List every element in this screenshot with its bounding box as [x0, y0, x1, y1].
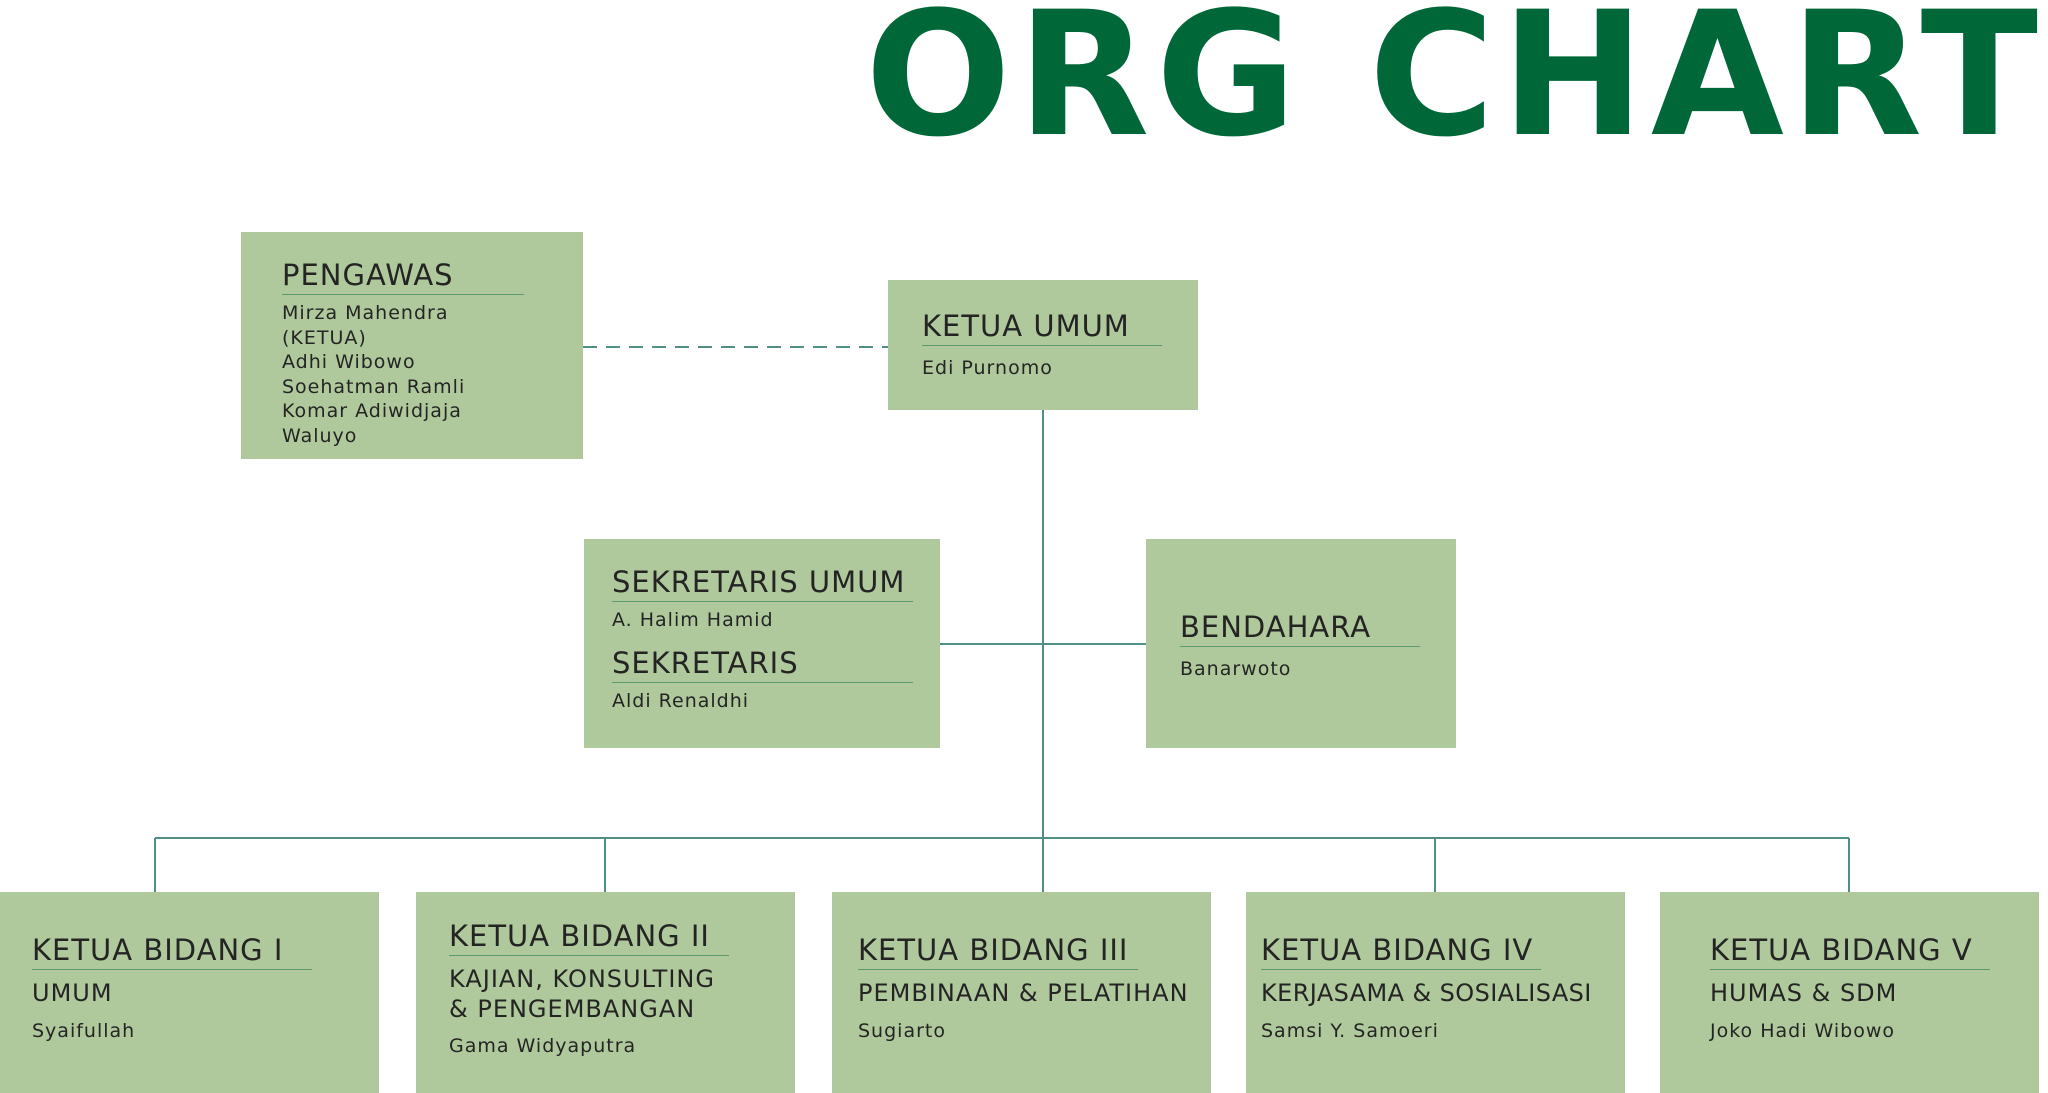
sekretaris-name: Aldi Renaldhi [612, 690, 750, 713]
bidang-4-division: KERJASAMA & SOSIALISASI [1261, 979, 1592, 1008]
pengawas-member: Mirza Mahendra (KETUA) [282, 302, 449, 349]
bidang-2-name: Gama Widyaputra [449, 1034, 637, 1057]
sekretaris-umum-heading: SEKRETARIS UMUM [612, 565, 913, 603]
bidang-2-box: KETUA BIDANG II KAJIAN, KONSULTING & PEN… [416, 892, 795, 1093]
bidang-4-box: KETUA BIDANG IV KERJASAMA & SOSIALISASI … [1246, 892, 1625, 1093]
ketua-umum-heading: KETUA UMUM [922, 309, 1162, 347]
pengawas-member-list: Mirza Mahendra (KETUA) Adhi Wibowo Soeha… [282, 301, 524, 448]
pengawas-member: Waluyo [282, 424, 358, 447]
bidang-5-heading: KETUA BIDANG V [1710, 933, 1990, 971]
bidang-4-heading: KETUA BIDANG IV [1261, 933, 1541, 971]
bendahara-heading: BENDAHARA [1180, 610, 1420, 648]
pengawas-member: Adhi Wibowo [282, 351, 416, 374]
bidang-3-heading: KETUA BIDANG III [858, 933, 1138, 971]
bidang-2-heading: KETUA BIDANG II [449, 919, 729, 957]
bidang-1-name: Syaifullah [32, 1019, 136, 1042]
pengawas-box: PENGAWAS Mirza Mahendra (KETUA) Adhi Wib… [241, 232, 583, 459]
sekretaris-umum-name: A. Halim Hamid [612, 609, 774, 632]
bidang-1-division: UMUM [32, 979, 113, 1008]
bidang-5-box: KETUA BIDANG V HUMAS & SDM Joko Hadi Wib… [1660, 892, 2039, 1093]
pengawas-member: Soehatman Ramli [282, 375, 466, 398]
bidang-3-box: KETUA BIDANG III PEMBINAAN & PELATIHAN S… [832, 892, 1211, 1093]
sekretaris-heading: SEKRETARIS [612, 646, 913, 684]
bidang-2-division: KAJIAN, KONSULTING & PENGEMBANGAN [449, 965, 715, 1023]
bendahara-box: BENDAHARA Banarwoto [1146, 539, 1456, 748]
bidang-3-division: PEMBINAAN & PELATIHAN [858, 979, 1189, 1008]
bidang-1-heading: KETUA BIDANG I [32, 933, 312, 971]
bidang-5-name: Joko Hadi Wibowo [1710, 1019, 1896, 1042]
pengawas-heading: PENGAWAS [282, 258, 524, 296]
pengawas-member: Komar Adiwidjaja [282, 400, 462, 423]
bidang-3-name: Sugiarto [858, 1019, 946, 1042]
bidang-1-box: KETUA BIDANG I UMUM Syaifullah [0, 892, 379, 1093]
bidang-5-division: HUMAS & SDM [1710, 979, 1898, 1008]
bidang-4-name: Samsi Y. Samoeri [1261, 1019, 1439, 1042]
ketua-umum-name: Edi Purnomo [922, 357, 1053, 380]
bendahara-name: Banarwoto [1180, 658, 1292, 681]
ketua-umum-box: KETUA UMUM Edi Purnomo [888, 280, 1198, 410]
sekretaris-box: SEKRETARIS UMUM A. Halim Hamid SEKRETARI… [584, 539, 940, 748]
page-title: ORG CHART [864, 0, 2044, 175]
